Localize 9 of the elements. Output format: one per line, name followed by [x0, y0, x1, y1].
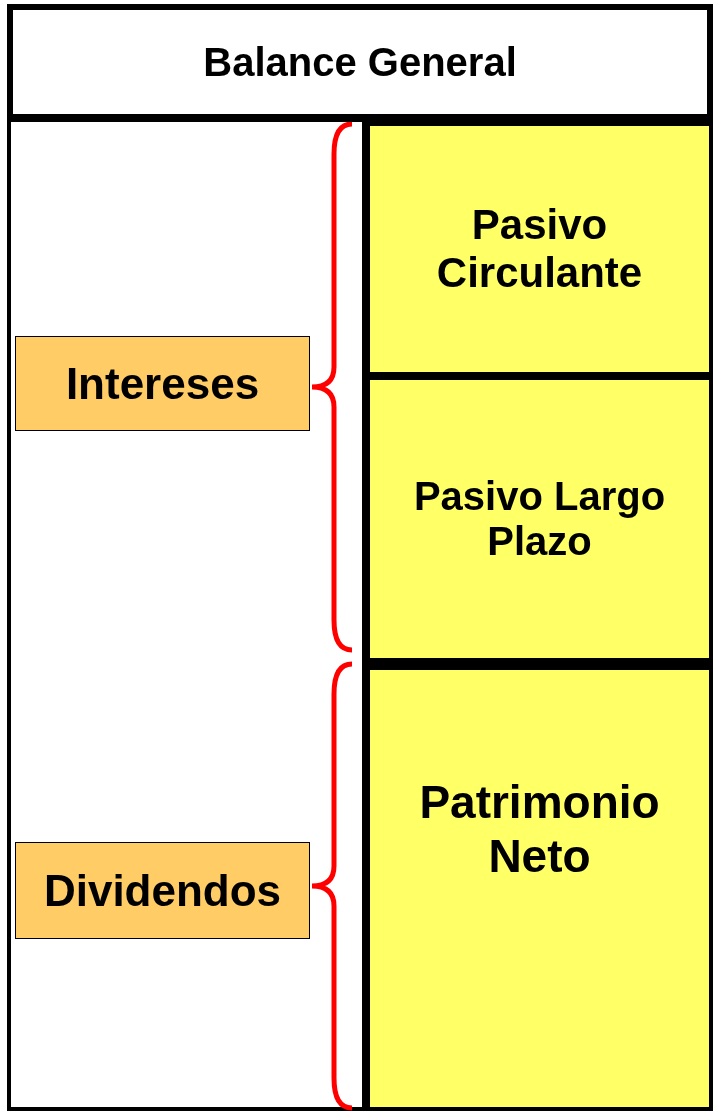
label-text: Pasivo Circulante: [435, 201, 644, 297]
label-text: Pasivo Largo Plazo: [412, 474, 667, 564]
label-text: Dividendos: [43, 865, 282, 916]
interest-label-box: [15, 336, 310, 431]
label-text: Balance General: [203, 39, 517, 85]
dividend-label-box: [15, 842, 310, 939]
label-text: Intereses: [65, 358, 260, 409]
label-text: Patrimonio Neto: [418, 774, 661, 883]
header-cell: [9, 6, 711, 122]
